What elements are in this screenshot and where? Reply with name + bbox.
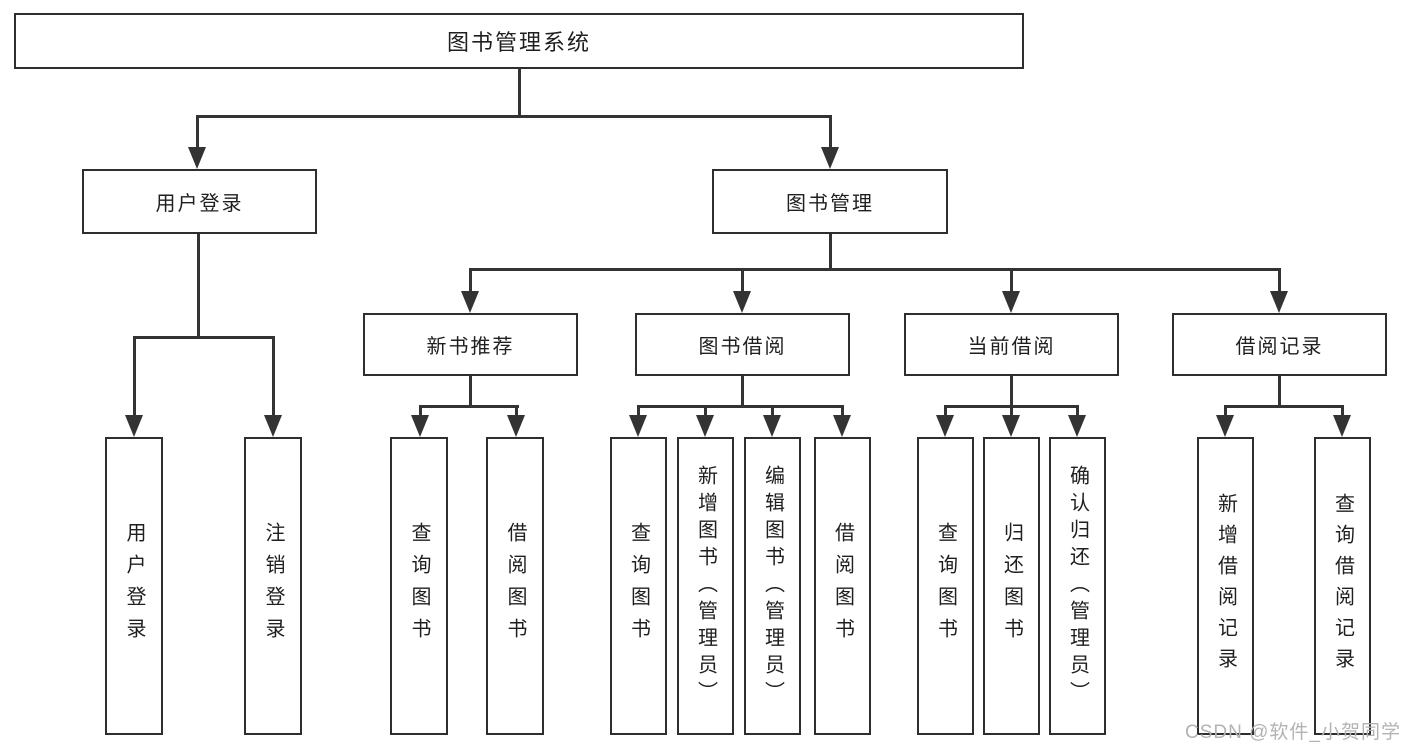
leaf-current-return-label: 归还图书 xyxy=(1000,522,1023,650)
node-new-book-recommend-label: 新书推荐 xyxy=(426,336,515,358)
csdn-watermark: CSDN @软件_小贺同学 xyxy=(1185,722,1401,743)
arrowhead-down-icon xyxy=(833,415,851,437)
node-user-login: 用户登录 xyxy=(82,169,317,234)
node-book-borrow-label: 图书借阅 xyxy=(698,336,787,358)
leaf-borrow-edit-admin: 编辑图书（管理员） xyxy=(744,437,801,735)
connector-newbook-crossbar xyxy=(419,405,519,408)
connector-book-management-stem xyxy=(829,234,832,271)
connector-to-leaf-logout xyxy=(272,336,275,417)
connector-leaf-stub xyxy=(1224,405,1227,418)
connector-to-user-login xyxy=(196,115,199,151)
connector-leaf-stub xyxy=(1076,405,1079,418)
connector-leaf-stub xyxy=(419,405,422,418)
connector-newbook-stem xyxy=(469,375,472,408)
leaf-current-confirm-admin-label: 确认归还（管理员） xyxy=(1066,464,1089,708)
node-borrow-record-label: 借阅记录 xyxy=(1235,336,1324,358)
arrowhead-down-icon xyxy=(763,415,781,437)
connector-root-crossbar xyxy=(196,115,832,118)
leaf-borrow-borrow-label: 借阅图书 xyxy=(831,522,854,650)
arrowhead-down-icon xyxy=(696,415,714,437)
arrowhead-down-icon xyxy=(264,415,282,437)
leaf-current-confirm-admin: 确认归还（管理员） xyxy=(1049,437,1106,735)
arrowhead-down-icon xyxy=(125,415,143,437)
leaf-record-add-label: 新增借阅记录 xyxy=(1214,493,1237,679)
arrowhead-down-icon xyxy=(188,147,206,169)
leaf-newbook-borrow: 借阅图书 xyxy=(486,437,544,735)
connector-to-borrow-record xyxy=(1278,268,1281,294)
node-borrow-record: 借阅记录 xyxy=(1172,313,1387,376)
leaf-current-query-label: 查询图书 xyxy=(934,522,957,650)
leaf-logout: 注销登录 xyxy=(244,437,302,735)
node-user-login-label: 用户登录 xyxy=(155,193,244,215)
connector-leaf-stub xyxy=(637,405,640,418)
arrowhead-down-icon xyxy=(1068,415,1086,437)
connector-borrow-stem xyxy=(741,375,744,408)
connector-leaf-stub xyxy=(515,405,518,418)
connector-borrow-crossbar xyxy=(637,405,844,408)
connector-to-book-management xyxy=(829,115,832,151)
arrowhead-down-icon xyxy=(821,147,839,169)
leaf-newbook-query-label: 查询图书 xyxy=(408,522,430,650)
leaf-borrow-add-admin: 新增图书（管理员） xyxy=(677,437,734,735)
leaf-user-login-label: 用户登录 xyxy=(123,522,145,650)
connector-root-stem xyxy=(518,68,521,117)
connector-record-crossbar xyxy=(1224,405,1344,408)
connector-leaf-stub xyxy=(944,405,947,418)
leaf-borrow-borrow: 借阅图书 xyxy=(814,437,871,735)
node-root: 图书管理系统 xyxy=(14,13,1024,69)
node-book-management: 图书管理 xyxy=(712,169,948,234)
leaf-borrow-query-label: 查询图书 xyxy=(627,522,650,650)
leaf-record-query: 查询借阅记录 xyxy=(1314,437,1371,735)
arrowhead-down-icon xyxy=(733,291,751,313)
connector-book-management-crossbar xyxy=(469,268,1281,271)
node-book-management-label: 图书管理 xyxy=(786,193,874,215)
arrowhead-down-icon xyxy=(507,415,525,437)
connector-record-stem xyxy=(1278,375,1281,408)
connector-user-login-stem xyxy=(197,234,200,338)
leaf-record-add: 新增借阅记录 xyxy=(1197,437,1254,735)
node-current-borrow-label: 当前借阅 xyxy=(967,336,1056,358)
connector-to-new-book xyxy=(469,268,472,294)
leaf-borrow-edit-admin-label: 编辑图书（管理员） xyxy=(761,464,784,708)
node-book-borrow: 图书借阅 xyxy=(635,313,850,376)
leaf-borrow-query: 查询图书 xyxy=(610,437,667,735)
leaf-logout-label: 注销登录 xyxy=(262,522,284,650)
connector-leaf-stub xyxy=(704,405,707,418)
leaf-user-login: 用户登录 xyxy=(105,437,163,735)
node-new-book-recommend: 新书推荐 xyxy=(363,313,578,376)
connector-leaf-stub xyxy=(1010,405,1013,418)
leaf-current-query: 查询图书 xyxy=(917,437,974,735)
node-current-borrow: 当前借阅 xyxy=(904,313,1119,376)
connector-leaf-stub xyxy=(771,405,774,418)
arrowhead-down-icon xyxy=(1270,291,1288,313)
arrowhead-down-icon xyxy=(461,291,479,313)
leaf-borrow-add-admin-label: 新增图书（管理员） xyxy=(694,464,717,708)
node-root-label: 图书管理系统 xyxy=(446,30,591,55)
connector-current-stem xyxy=(1010,375,1013,408)
connector-user-login-crossbar xyxy=(133,336,275,339)
connector-to-leaf-user-login xyxy=(133,336,136,417)
leaf-current-return: 归还图书 xyxy=(983,437,1040,735)
connector-to-current-borrow xyxy=(1010,268,1013,294)
arrowhead-down-icon xyxy=(1333,415,1351,437)
leaf-record-query-label: 查询借阅记录 xyxy=(1331,493,1354,679)
leaf-newbook-borrow-label: 借阅图书 xyxy=(504,522,526,650)
leaf-newbook-query: 查询图书 xyxy=(390,437,448,735)
arrowhead-down-icon xyxy=(1216,415,1234,437)
arrowhead-down-icon xyxy=(411,415,429,437)
arrowhead-down-icon xyxy=(1002,415,1020,437)
connector-leaf-stub xyxy=(841,405,844,418)
arrowhead-down-icon xyxy=(936,415,954,437)
connector-leaf-stub xyxy=(1341,405,1344,418)
connector-to-book-borrow xyxy=(741,268,744,294)
arrowhead-down-icon xyxy=(1002,291,1020,313)
arrowhead-down-icon xyxy=(629,415,647,437)
